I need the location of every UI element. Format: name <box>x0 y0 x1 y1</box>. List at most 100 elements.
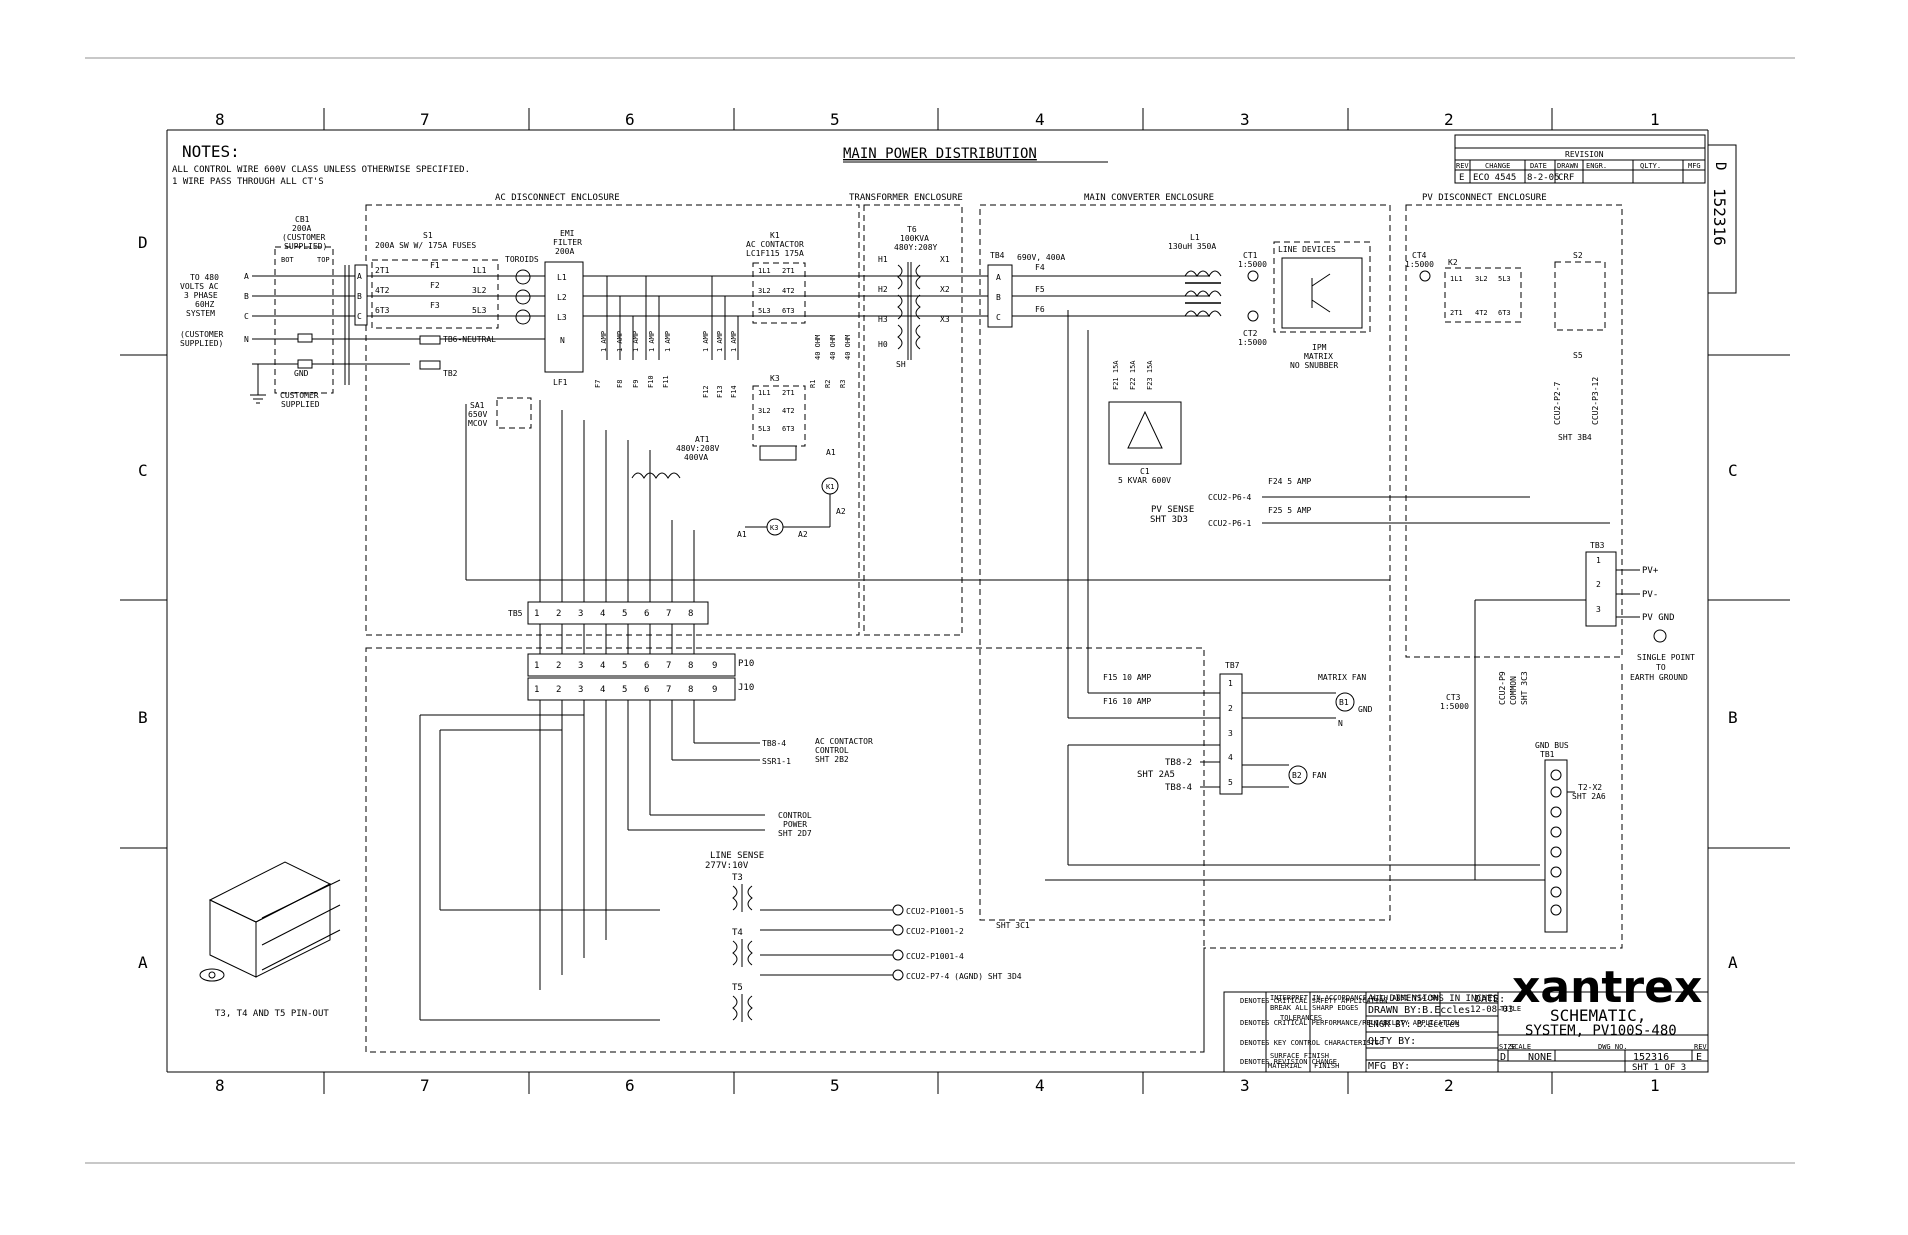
tb2-terminal <box>419 360 441 370</box>
label-gnd_bus-0: GND BUS <box>1535 741 1569 750</box>
label-k1_terms-1: 2T1 <box>782 389 795 397</box>
label-l1-1: 130uH 350A <box>1168 242 1216 251</box>
tb7-label: TB7 <box>1225 661 1240 670</box>
label-revision-cols-1: CHANGE <box>1485 162 1510 170</box>
j10-label: J10 <box>738 683 754 693</box>
tb2-label: TB2 <box>443 369 458 378</box>
label-pins-3: 4 <box>600 609 605 619</box>
label-c1-1: 5 KVAR 600V <box>1118 476 1171 485</box>
title-label: TITLE <box>1500 1005 1521 1013</box>
ssr1-1-label: SSR1-1 <box>762 757 791 766</box>
zone-side-A-right: A <box>1728 953 1738 972</box>
label-title_block-scale_label: SCALE <box>1510 1043 1531 1051</box>
label-pins-3: 4 <box>600 685 605 695</box>
pv-enclosure-label: PV DISCONNECT ENCLOSURE <box>1422 193 1547 203</box>
t3-label: T3 <box>732 873 743 883</box>
pv-gnd-label: PV GND <box>1642 613 1675 623</box>
s5-label: S5 <box>1573 351 1583 360</box>
label-t6_terms-5: X2 <box>940 285 950 294</box>
label-tb4_terms-0: A <box>996 273 1001 282</box>
label-pins-0: 1 <box>534 685 539 695</box>
label-revision-cols-6: MFG <box>1688 162 1701 170</box>
label-revision-cols-0: REV <box>1456 162 1469 170</box>
label-title_block-rev_label: REV <box>1694 1043 1707 1051</box>
label-k2_terms-2: 5L3 <box>1498 275 1511 283</box>
emi-filter <box>544 261 584 373</box>
label-single_point-0: SINGLE POINT <box>1637 653 1695 662</box>
ipm-matrix <box>1281 257 1363 329</box>
label-revision-cols-5: QLTY. <box>1640 162 1661 170</box>
label-pins-0: 1 <box>534 609 539 619</box>
label-pins-2: 3 <box>578 685 583 695</box>
label-customer_supplied-0: (CUSTOMER <box>180 330 224 339</box>
revision-change: ECO 4545 <box>1473 173 1516 183</box>
drawing-frame <box>120 108 1790 1094</box>
at1-coil <box>631 472 681 479</box>
label-s1_terminals_out-2: 5L3 <box>472 306 487 315</box>
legend-revision: DENOTES REVISION CHANGE <box>1240 1058 1337 1066</box>
toroid-3 <box>515 309 531 325</box>
label-pins-1: 2 <box>1228 704 1233 713</box>
label-k1_terms-4: 5L3 <box>758 425 771 433</box>
label-cb1-2: (CUSTOMER <box>282 233 326 242</box>
zone-top-8: 8 <box>215 110 225 129</box>
pinout-caption: T3, T4 AND T5 PIN-OUT <box>215 1009 329 1019</box>
label-phase_labels-1: B <box>357 292 362 301</box>
line-devices-enclosure <box>1273 241 1371 333</box>
label-k1_terms-1: 2T1 <box>782 267 795 275</box>
drawing-size-side: D <box>1712 162 1728 170</box>
label-ohm: 40 OHM <box>844 335 852 360</box>
label-pins-7: 8 <box>688 661 693 671</box>
zone-bottom-8: 8 <box>215 1076 225 1095</box>
revision-header: REVISION <box>1565 150 1604 159</box>
fuse-f14: F14 <box>730 385 738 398</box>
k1-contactor <box>752 262 806 324</box>
label-k1_terms-0: 1L1 <box>758 267 771 275</box>
label-emi-2: 200A <box>555 247 574 256</box>
label-k1_terms-0: 1L1 <box>758 389 771 397</box>
label-cb1_top: TOP <box>317 256 330 264</box>
p10-connector <box>527 653 736 677</box>
label-pins-4: 5 <box>1228 778 1233 787</box>
label-gnd_short: GND <box>1358 705 1373 714</box>
label-t6_terms-6: X3 <box>940 315 950 324</box>
drawing-number-sidebar <box>1707 144 1737 294</box>
k3-label: K3 <box>770 374 780 383</box>
label-single_point-2: EARTH GROUND <box>1630 673 1688 682</box>
label-tb4_terms-2: C <box>996 313 1001 322</box>
legend-performance: DENOTES CRITICAL PERFORMANCE/RELIABILITY… <box>1240 1019 1459 1027</box>
fuse-f5: F5 <box>1035 285 1045 294</box>
finish: FINISH <box>1314 1062 1339 1070</box>
cb1-breaker <box>274 246 334 394</box>
label-pins-2: 3 <box>578 609 583 619</box>
tb6-label: TB6-NEUTRAL <box>443 335 496 344</box>
resistor-r2: R2 <box>824 380 832 388</box>
label-pins-4: 5 <box>622 661 627 671</box>
tb5-terminal-block <box>527 601 709 625</box>
pv-minus-label: PV- <box>1642 590 1658 600</box>
label-t6_terms-1: H2 <box>878 285 888 294</box>
transformer-enclosure <box>863 204 963 636</box>
label-pins-3: 4 <box>600 661 605 671</box>
drawing-rev: E <box>1696 1052 1702 1063</box>
tb4-label: TB4 <box>990 251 1005 260</box>
label-pins-5: 6 <box>644 685 649 695</box>
label-ct2-1: 1:5000 <box>1238 338 1267 347</box>
sht-3c1-label: SHT 3C1 <box>996 921 1030 930</box>
fuse-f7: F7 <box>594 380 602 388</box>
label-title_block-size_label: SIZE <box>1499 1043 1516 1051</box>
label-phase_labels-2: C <box>357 312 362 321</box>
control-fuses <box>606 276 739 360</box>
transformer-enclosure-label: TRANSFORMER ENCLOSURE <box>849 193 963 203</box>
drawn-by: DRAWN BY:B.Eccles <box>1368 1005 1470 1016</box>
label-k2_terms-4: 4T2 <box>1475 309 1488 317</box>
